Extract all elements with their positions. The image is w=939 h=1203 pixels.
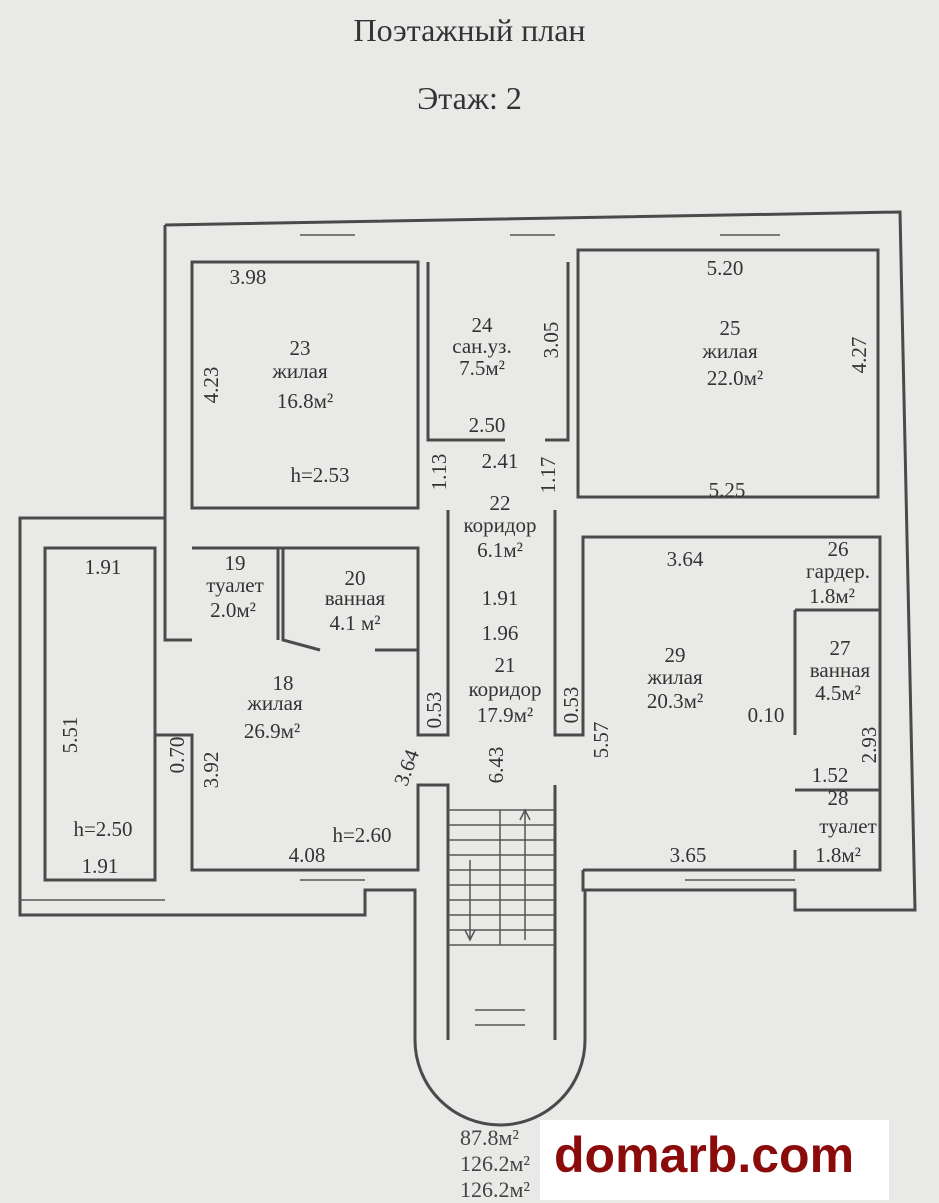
room-21-number: 21: [495, 653, 516, 677]
watermark-logo: domarb.com: [540, 1120, 889, 1200]
dim: 3.64: [389, 746, 424, 789]
dim: 2.41: [482, 449, 519, 473]
plan-title: Поэтажный план: [353, 12, 586, 48]
dim: h=2.53: [290, 463, 349, 487]
dim: 4.08: [289, 843, 326, 867]
room-24-area: 7.5м²: [459, 356, 505, 380]
room-22-area: 6.1м²: [477, 538, 523, 562]
room-18-area: 26.9м²: [244, 719, 300, 743]
dim: h=2.60: [332, 823, 391, 847]
staircase: [448, 808, 555, 1026]
dim: 4.27: [847, 337, 871, 374]
dim: 1.17: [536, 457, 560, 494]
dim: 1.91: [82, 854, 119, 878]
dim: 0.10: [748, 703, 785, 727]
dim: h=2.50: [73, 817, 132, 841]
room-18-number: 18: [273, 671, 294, 695]
room-25-area: 22.0м²: [707, 366, 763, 390]
room-26-area: 1.8м²: [809, 584, 855, 608]
dim: 5.57: [589, 722, 613, 759]
dim: 4.23: [199, 367, 223, 404]
dim: 3.05: [539, 322, 563, 359]
dim: 0.53: [422, 692, 446, 729]
room-29-number: 29: [665, 643, 686, 667]
room-19-type: туалет: [206, 573, 264, 597]
room-22-number: 22: [490, 491, 511, 515]
dim: 1.52: [812, 763, 849, 787]
room-25-type: жилая: [701, 339, 758, 363]
dim: 5.20: [707, 256, 744, 280]
dim: 1.96: [482, 621, 519, 645]
room-20-type: ванная: [325, 586, 386, 610]
dim: 1.91: [85, 555, 122, 579]
dim: 3.65: [670, 843, 707, 867]
room-29-type: жилая: [646, 665, 703, 689]
outer-wall: [18, 210, 917, 1127]
dim: 5.51: [58, 717, 82, 754]
room-19-number: 19: [225, 551, 246, 575]
room-27-number: 27: [830, 636, 851, 660]
room-28-number: 28: [828, 786, 849, 810]
dim: 2.50: [469, 413, 506, 437]
dim: 1.13: [427, 454, 451, 491]
room-26-number: 26: [828, 537, 849, 561]
room-27-type: ванная: [810, 658, 871, 682]
room-19-area: 2.0м²: [210, 598, 256, 622]
room-24-number: 24: [472, 313, 494, 337]
dim: 0.53: [559, 687, 583, 724]
room-20-area: 4.1 м²: [329, 611, 380, 635]
dim: 1.91: [482, 586, 519, 610]
total-area-2: 126.2м²: [460, 1177, 531, 1202]
dim: 3.98: [230, 265, 267, 289]
room-28-type: туалет: [819, 814, 877, 838]
room-23-area: 16.8м²: [277, 389, 333, 413]
room-23-type: жилая: [271, 359, 328, 383]
area-totals: 87.8м² 126.2м² 126.2м²: [460, 1125, 530, 1203]
dim: 6.43: [484, 747, 508, 784]
room-22-type: коридор: [463, 513, 536, 537]
watermark-text: domarb.com: [554, 1127, 855, 1183]
room-28-area: 1.8м²: [815, 843, 861, 867]
room-29-area: 20.3м²: [647, 689, 703, 713]
dim: 2.93: [857, 727, 881, 764]
room-27-area: 4.5м²: [815, 681, 861, 705]
dim: 0.70: [165, 737, 189, 774]
room-25-number: 25: [720, 316, 741, 340]
room-21-type: коридор: [468, 677, 541, 701]
dim: 3.92: [199, 752, 223, 789]
total-living-area: 87.8м²: [460, 1125, 520, 1150]
room-26-type: гардер.: [806, 559, 870, 583]
total-area: 126.2м²: [460, 1151, 531, 1176]
room-20-number: 20: [345, 566, 366, 590]
room-24-type: сан.уз.: [452, 334, 511, 358]
dim: 3.64: [667, 547, 704, 571]
floor-label: Этаж: 2: [417, 80, 522, 116]
room-21-area: 17.9м²: [477, 703, 533, 727]
dim: 5.25: [709, 478, 746, 502]
room-23-number: 23: [290, 336, 311, 360]
dimensions: 3.98 4.23 h=2.53 3.05 2.50 2.41 1.13 1.1…: [58, 256, 881, 878]
room-18-type: жилая: [246, 691, 303, 715]
